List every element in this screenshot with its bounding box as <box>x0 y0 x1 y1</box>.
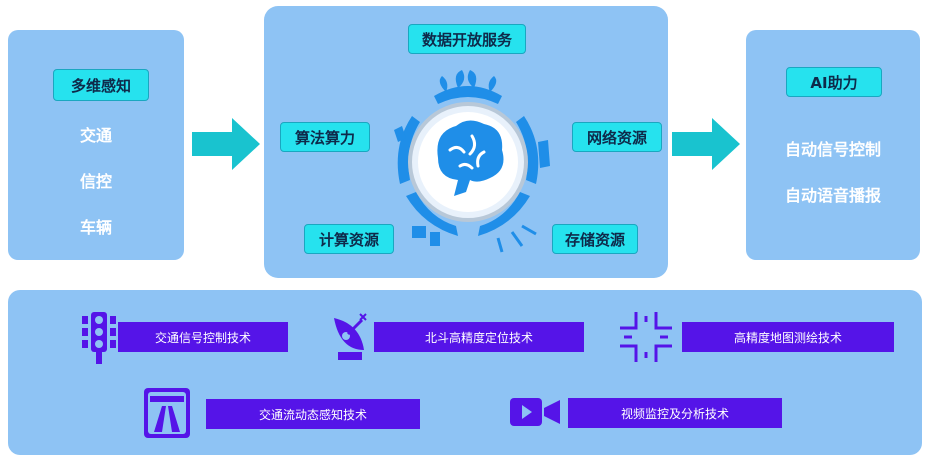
data-open-service-label: 数据开放服务 <box>408 24 526 54</box>
brain-hub-icon <box>394 70 550 253</box>
perception-item-vehicle: 车辆 <box>79 218 112 237</box>
perception-panel <box>8 30 184 260</box>
perception-title: 多维感知 <box>53 69 149 101</box>
video-camera-icon <box>510 398 560 426</box>
flow-arrow-right <box>672 118 740 170</box>
perception-item-signal: 信控 <box>79 172 112 191</box>
tech-beidou-positioning: 北斗高精度定位技术 <box>374 322 584 352</box>
network-resource-label: 网络资源 <box>572 122 662 152</box>
ai-assist-title: AI助力 <box>786 67 882 97</box>
compute-resource-label: 计算资源 <box>304 224 394 254</box>
tech-hd-map-surveying: 高精度地图测绘技术 <box>682 322 894 352</box>
highway-icon <box>144 388 190 438</box>
perception-item-traffic: 交通 <box>79 126 112 145</box>
algorithm-compute-label: 算法算力 <box>280 122 370 152</box>
ai-item-auto-signal: 自动信号控制 <box>784 140 881 159</box>
satellite-dish-icon <box>334 313 367 360</box>
road-map-icon <box>620 312 672 362</box>
tech-video-surveillance: 视频监控及分析技术 <box>568 398 782 428</box>
flow-arrow-left <box>192 118 260 170</box>
traffic-light-icon <box>82 312 116 364</box>
storage-resource-label: 存储资源 <box>552 224 638 254</box>
tech-traffic-flow-sensing: 交通流动态感知技术 <box>206 399 420 429</box>
tech-traffic-signal-control: 交通信号控制技术 <box>118 322 288 352</box>
ai-item-auto-voice: 自动语音播报 <box>784 186 881 205</box>
